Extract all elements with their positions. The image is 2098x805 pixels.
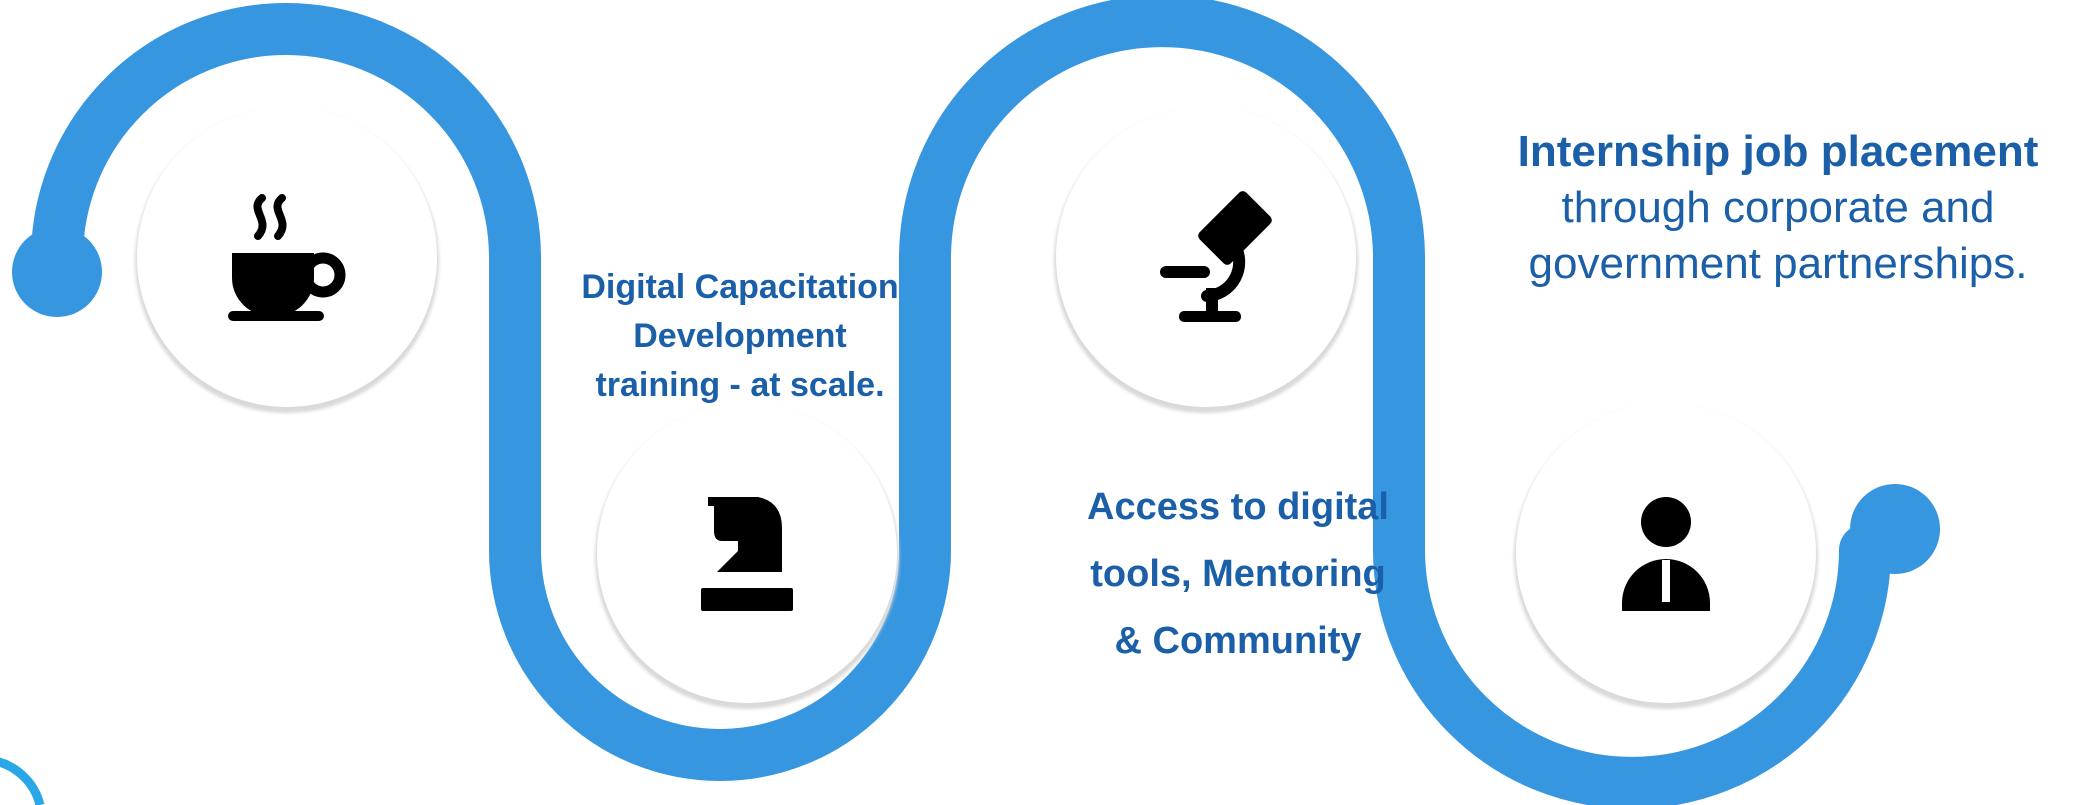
path-start-dot [12, 227, 102, 317]
step-4-line-1: through corporate and [1561, 183, 1995, 232]
step-2-line-2: Development [633, 317, 847, 355]
step-3-line-1: Access to digital [1087, 486, 1389, 528]
step-4-text: Internship job placement through corpora… [1458, 124, 2098, 292]
step-2-line-1: Digital Capacitation [581, 268, 899, 306]
step-circle-4 [1514, 403, 1818, 709]
user-icon [1622, 497, 1710, 611]
path-end-dot [1850, 484, 1940, 574]
step-circle-3 [1054, 107, 1358, 413]
step-4-title: Internship job placement [1517, 127, 2039, 176]
step-2-line-3: training - at scale. [595, 366, 885, 404]
step-3-line-3: & Community [1114, 620, 1362, 662]
step-2-text: Digital Capacitation Development trainin… [545, 263, 935, 410]
chess-knight-icon [701, 497, 793, 611]
corner-arc [0, 757, 45, 805]
microscope-icon [1160, 191, 1272, 322]
winding-path [31, 0, 1891, 805]
step-3-line-2: tools, Mentoring [1090, 553, 1386, 595]
coffee-cup-icon [228, 194, 346, 321]
step-4-line-2: government partnerships. [1528, 239, 2028, 288]
step-3-text: Access to digital tools, Mentoring & Com… [1043, 474, 1433, 675]
